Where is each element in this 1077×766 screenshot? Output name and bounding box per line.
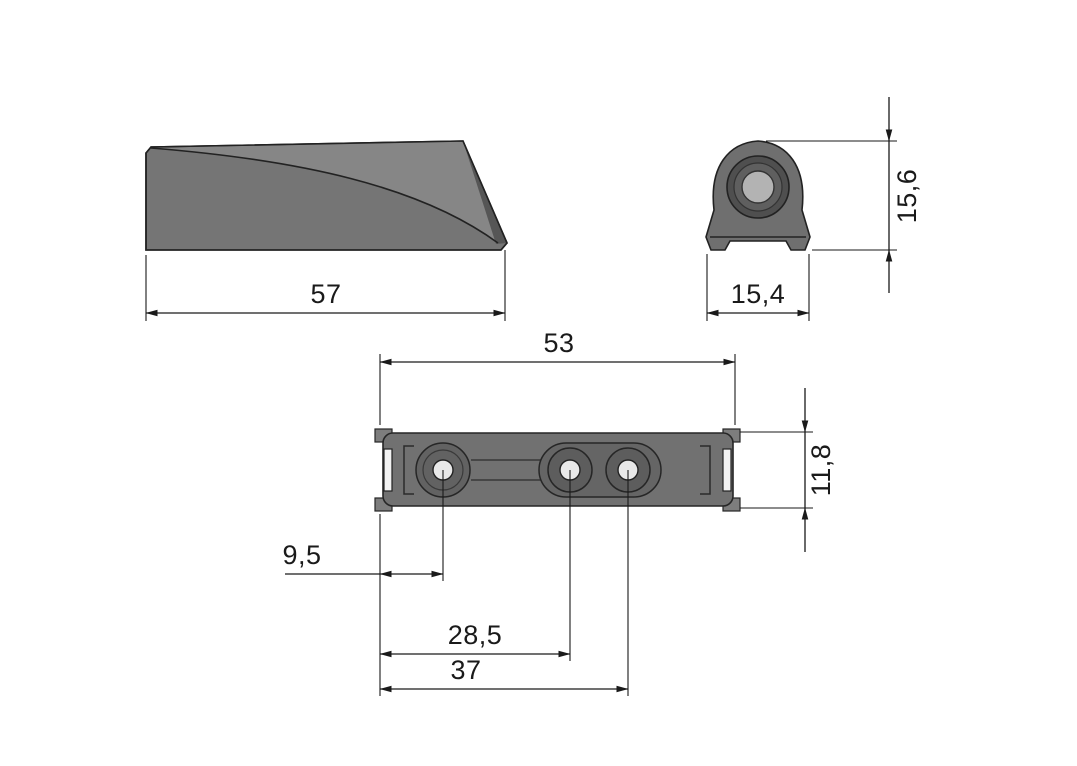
dim-side-length-label: 57	[310, 279, 341, 309]
dim-plan-length-label: 53	[543, 328, 574, 358]
dim-plan-height-label: 11,8	[806, 444, 836, 497]
dim-hole1-offset: 9,5	[282, 540, 444, 578]
plan-view	[374, 428, 741, 512]
left-mount-slot	[383, 448, 393, 492]
left-clip-bracket	[403, 445, 414, 495]
dim-end-width: 15,4	[706, 254, 810, 321]
right-mount-slot	[722, 448, 732, 492]
side-view-curve-edge	[150, 147, 499, 244]
end-view	[705, 140, 811, 251]
dim-hole3-offset-label: 37	[450, 655, 481, 685]
dim-hole3-offset: 37	[379, 655, 629, 693]
dim-end-height: 15,6	[766, 97, 922, 293]
magnet-hole-inner	[741, 170, 775, 204]
dim-end-height-label: 15,6	[892, 169, 922, 224]
side-view-outline	[145, 140, 508, 251]
dim-end-width-label: 15,4	[731, 279, 786, 309]
dim-plan-height: 11,8	[740, 388, 836, 552]
dim-plan-length: 53	[379, 328, 736, 425]
dim-side-length: 57	[145, 250, 506, 321]
dim-hole2-offset: 28,5	[379, 620, 571, 658]
side-view-top-face	[151, 141, 498, 243]
right-clip-bracket	[700, 445, 711, 495]
dim-hole1-offset-label: 9,5	[282, 540, 321, 570]
side-view	[145, 140, 508, 251]
dim-hole2-offset-label: 28,5	[448, 620, 503, 650]
